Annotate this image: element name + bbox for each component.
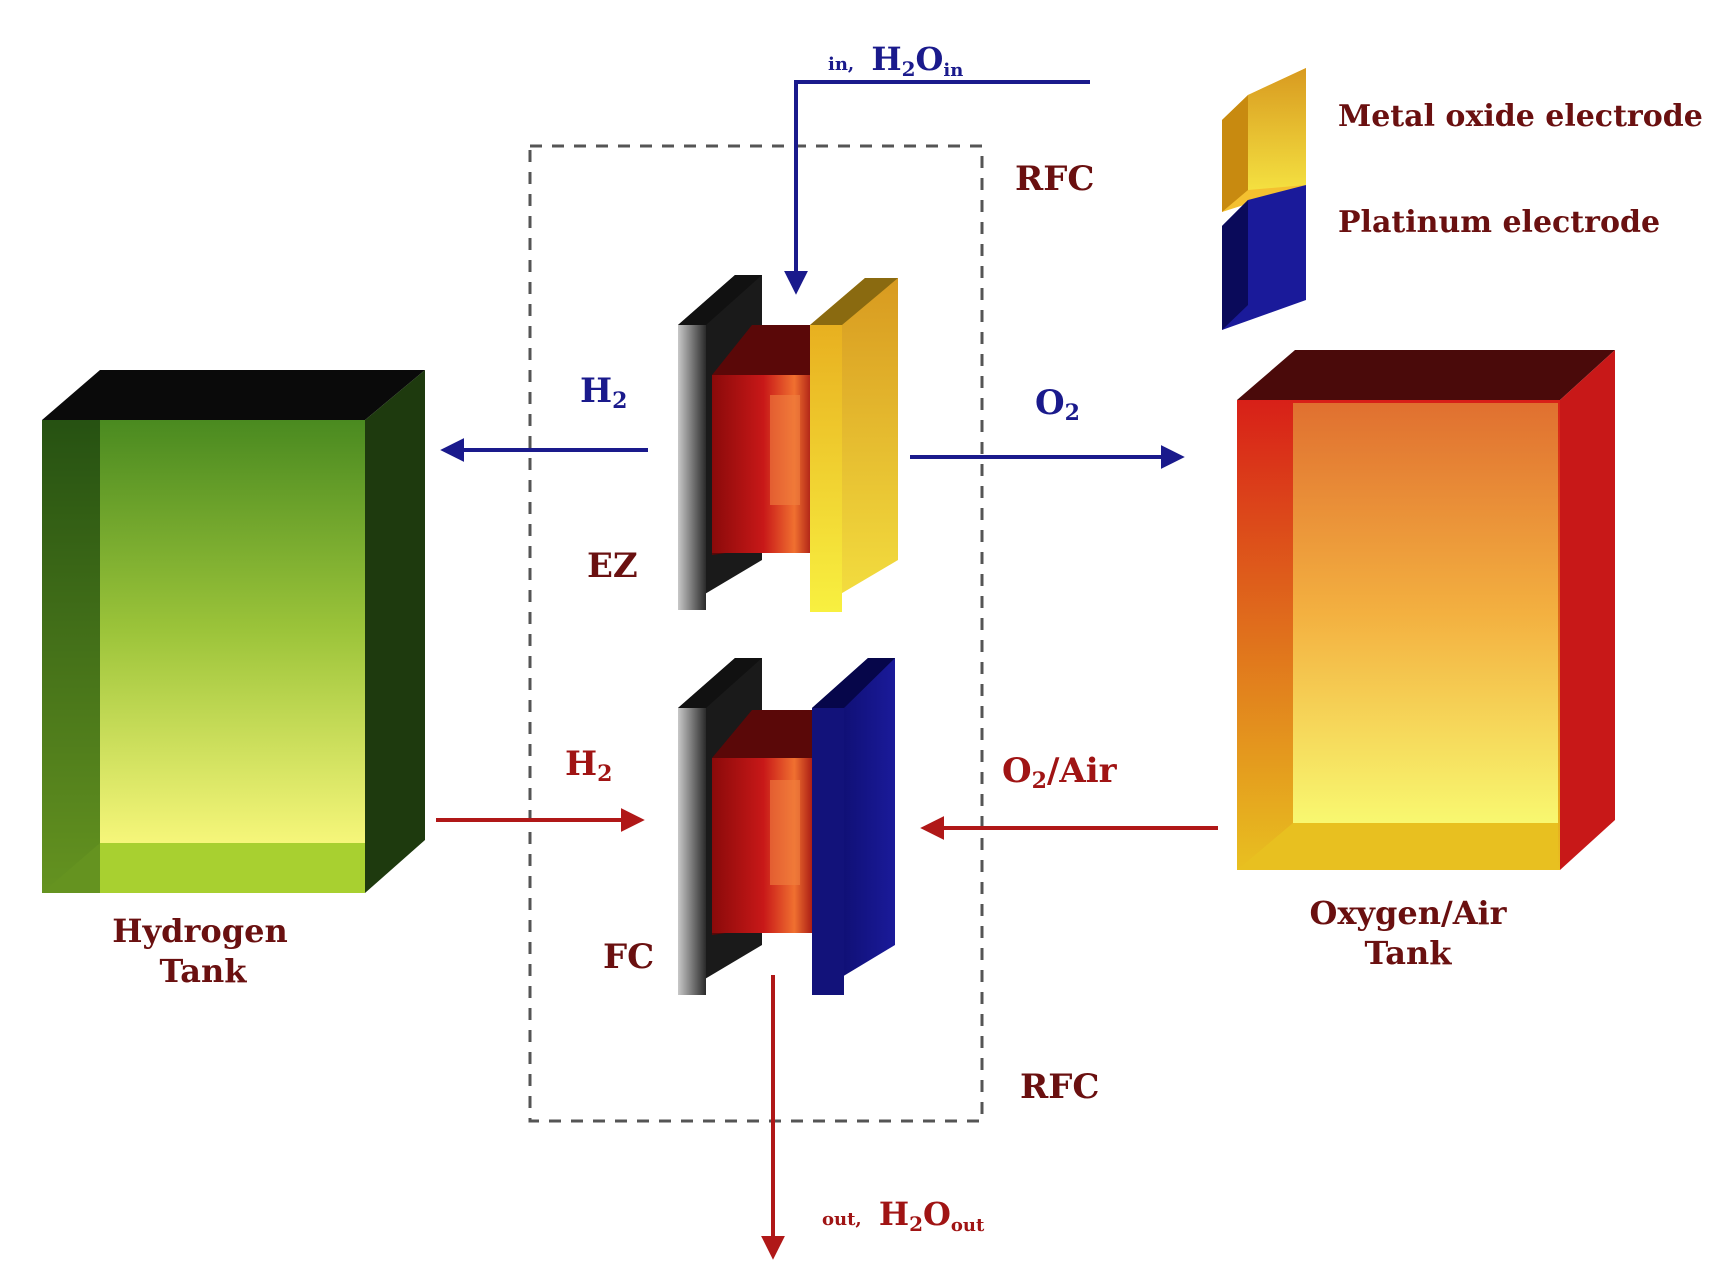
o2-out-label: O2 (1035, 383, 1080, 426)
h2-in-h: H (565, 744, 597, 784)
fc-cell (678, 658, 895, 995)
h2-out-label: H2 (580, 371, 627, 414)
legend-platinum-label: Platinum electrode (1338, 205, 1660, 240)
water-out-prefix: out, (822, 1209, 862, 1230)
hydrogen-tank-label-line1: Hydrogen (112, 912, 287, 950)
rfc-boundary (528, 144, 984, 1123)
water-out-sub1: 2 (909, 1212, 923, 1236)
h2-out-h: H (580, 371, 612, 411)
hydrogen-tank-label-line2: Tank (160, 952, 248, 990)
water-in-h: H (871, 40, 901, 78)
water-in-prefix: in, (828, 54, 854, 75)
water-out-sub2: out (951, 1215, 985, 1236)
water-in-label: in, H2Oin (828, 40, 963, 81)
water-in-sub1: 2 (902, 57, 916, 81)
water-in-arrow (784, 80, 1090, 295)
o2-air-in-sub: 2 (1032, 768, 1047, 794)
o2-air-in-suffix: /Air (1047, 751, 1118, 791)
water-in-o: O (916, 40, 944, 78)
water-out-o: O (923, 1195, 951, 1233)
h2-in-label: H2 (565, 744, 612, 787)
legend-metal-oxide-label: Metal oxide electrode (1338, 99, 1703, 134)
oxygen-air-tank (1237, 350, 1615, 870)
h2-out-sub: 2 (612, 388, 627, 414)
water-in-sub2: in (943, 60, 963, 81)
oxygen-tank-label-line2: Tank (1365, 934, 1453, 972)
o2-out-sub: 2 (1065, 400, 1080, 426)
water-out-h: H (879, 1195, 909, 1233)
legend-platinum-swatch (1222, 185, 1306, 330)
legend-metal-oxide-swatch (1222, 68, 1306, 212)
rfc-label-top: RFC (1015, 159, 1094, 199)
water-out-label: out, H2Oout (822, 1195, 985, 1236)
o2-air-in-o: O (1002, 751, 1032, 791)
ez-label: EZ (587, 546, 638, 586)
ez-cell (678, 275, 898, 612)
h2-in-sub: 2 (597, 761, 612, 787)
rfc-label-bottom: RFC (1020, 1067, 1099, 1107)
o2-air-in-label: O2/Air (1002, 751, 1118, 794)
hydrogen-tank (42, 370, 425, 893)
fc-label: FC (603, 937, 654, 977)
oxygen-tank-label-line1: Oxygen/Air (1309, 894, 1507, 932)
o2-out-o: O (1035, 383, 1065, 423)
